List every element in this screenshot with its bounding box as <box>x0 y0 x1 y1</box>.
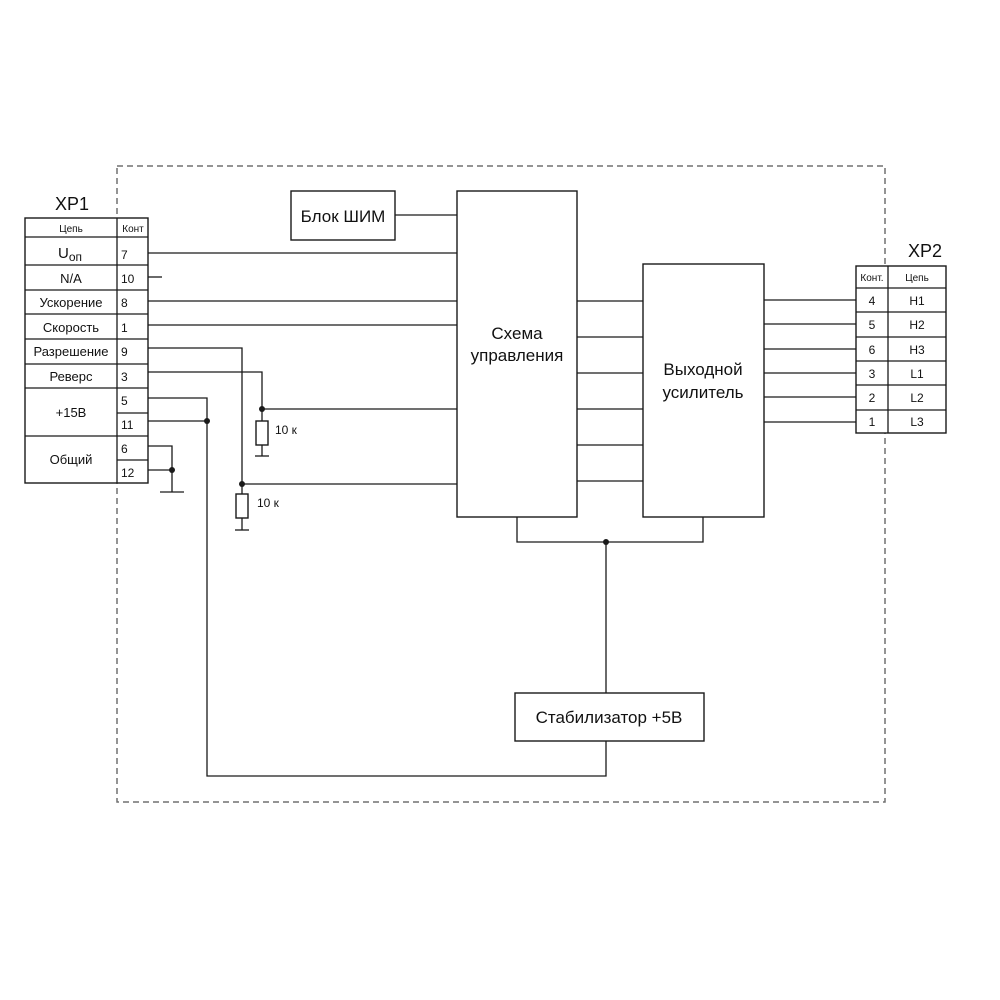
junction-dot <box>204 418 210 424</box>
wiring <box>148 214 856 777</box>
xp2-circuit: H2 <box>909 318 925 332</box>
pwm-block-label: Блок ШИМ <box>301 207 386 226</box>
xp2-circuit: L2 <box>910 391 924 405</box>
pwm-block <box>290 190 396 241</box>
xp2-header-circuit: Цепь <box>905 273 929 284</box>
xp1-circuit-enable: Разрешение <box>33 344 108 359</box>
xp1-circuit-speed: Скорость <box>43 320 99 335</box>
xp2-connector <box>855 265 947 434</box>
xp1-pin: 8 <box>121 296 128 310</box>
xp2-pin: 3 <box>869 367 876 381</box>
xp1-pin: 9 <box>121 345 128 359</box>
xp1-circuit-reverse: Реверс <box>49 369 93 384</box>
control-circuit-label: управления <box>471 346 564 365</box>
xp1-pin: 10 <box>121 272 135 286</box>
control-circuit-label: Схема <box>491 324 543 343</box>
xp2-pin: 4 <box>869 294 876 308</box>
xp1-pin: 11 <box>121 418 134 432</box>
xp2-circuit: L1 <box>910 367 924 381</box>
output-amplifier-label: усилитель <box>663 383 744 402</box>
xp1-circuit-acceleration: Ускорение <box>39 295 102 310</box>
xp2-title: XP2 <box>908 241 942 261</box>
resistor-r1-label: 10 к <box>275 423 298 437</box>
xp2-pin: 5 <box>869 318 876 332</box>
resistor-r1 <box>255 409 269 457</box>
xp1-pin: 7 <box>121 248 128 262</box>
output-amplifier-block <box>642 263 765 518</box>
resistor-r2 <box>235 484 249 531</box>
xp1-pin: 3 <box>121 370 128 384</box>
xp1-pin: 1 <box>121 321 128 335</box>
xp1-pin: 12 <box>121 466 135 480</box>
xp2-pin: 6 <box>869 343 876 357</box>
xp1-circuit-uop: Uоп <box>58 245 82 264</box>
stabilizer-block <box>514 692 705 742</box>
xp2-pin: 1 <box>869 415 876 429</box>
xp1-circuit-na: N/A <box>60 271 82 286</box>
control-circuit-block <box>456 190 578 518</box>
junction-dot <box>169 467 175 473</box>
junction-dot <box>603 539 609 545</box>
xp1-circuit-15v: +15В <box>56 405 87 420</box>
xp1-connector <box>24 217 149 484</box>
xp2-circuit: H3 <box>909 343 925 357</box>
stabilizer-label: Стабилизатор +5В <box>536 708 683 727</box>
xp1-circuit-common: Общий <box>50 452 93 467</box>
xp1-header-contact: Конт <box>122 224 144 235</box>
xp2-circuit: L3 <box>910 415 924 429</box>
resistor-r2-label: 10 к <box>257 496 280 510</box>
xp1-pin: 5 <box>121 394 128 408</box>
module-boundary <box>116 165 886 803</box>
xp2-header-contact: Конт. <box>860 273 883 284</box>
xp1-pin: 6 <box>121 442 128 456</box>
xp1-header-circuit: Цепь <box>59 224 83 235</box>
xp1-title: XP1 <box>55 194 89 214</box>
xp2-pin: 2 <box>869 391 876 405</box>
output-amplifier-label: Выходной <box>663 360 742 379</box>
xp2-circuit: H1 <box>909 294 925 308</box>
